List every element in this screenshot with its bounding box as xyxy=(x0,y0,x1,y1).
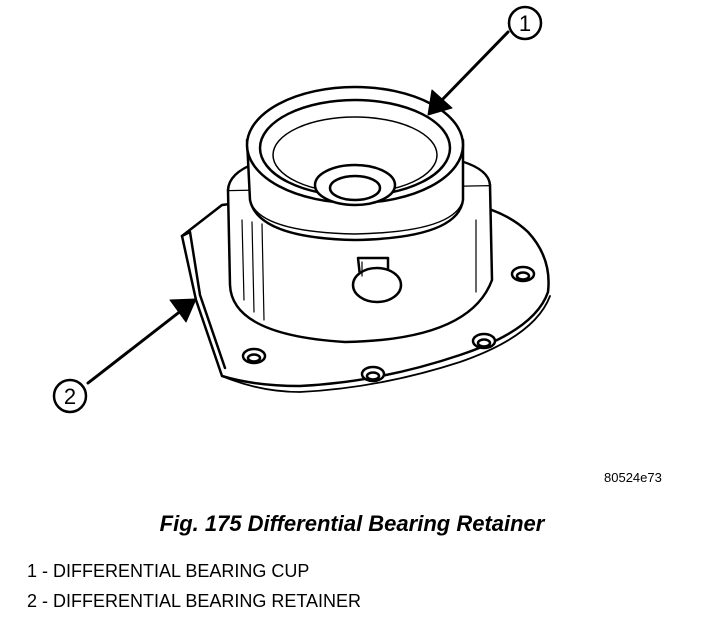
callout-1-number: 1 xyxy=(519,11,531,36)
bolt-hole xyxy=(471,332,497,350)
bolt-hole xyxy=(241,347,267,365)
callout-1-circle xyxy=(507,5,543,41)
callout-2-circle xyxy=(52,378,88,414)
bolt-hole xyxy=(360,365,386,383)
legend-item: 1 - DIFFERENTIAL BEARING CUP xyxy=(27,561,310,581)
bearing-retainer-illustration: 1 2 xyxy=(52,5,551,414)
figure-legend: 1 - DIFFERENTIAL BEARING CUP 2 - DIFFERE… xyxy=(27,559,361,619)
figure-caption: Fig. 175 Differential Bearing Retainer xyxy=(159,511,545,536)
bolt-holes xyxy=(241,265,536,383)
retainer-notch xyxy=(351,256,403,304)
bolt-hole xyxy=(510,265,536,283)
figure-part-id: 80524e73 xyxy=(604,470,662,485)
callout-1-arrow xyxy=(427,30,510,116)
legend-item: 2 - DIFFERENTIAL BEARING RETAINER xyxy=(27,591,362,611)
callout-2-number: 2 xyxy=(64,384,76,409)
bearing-cup xyxy=(245,85,465,207)
callout-2-arrow xyxy=(86,298,197,385)
